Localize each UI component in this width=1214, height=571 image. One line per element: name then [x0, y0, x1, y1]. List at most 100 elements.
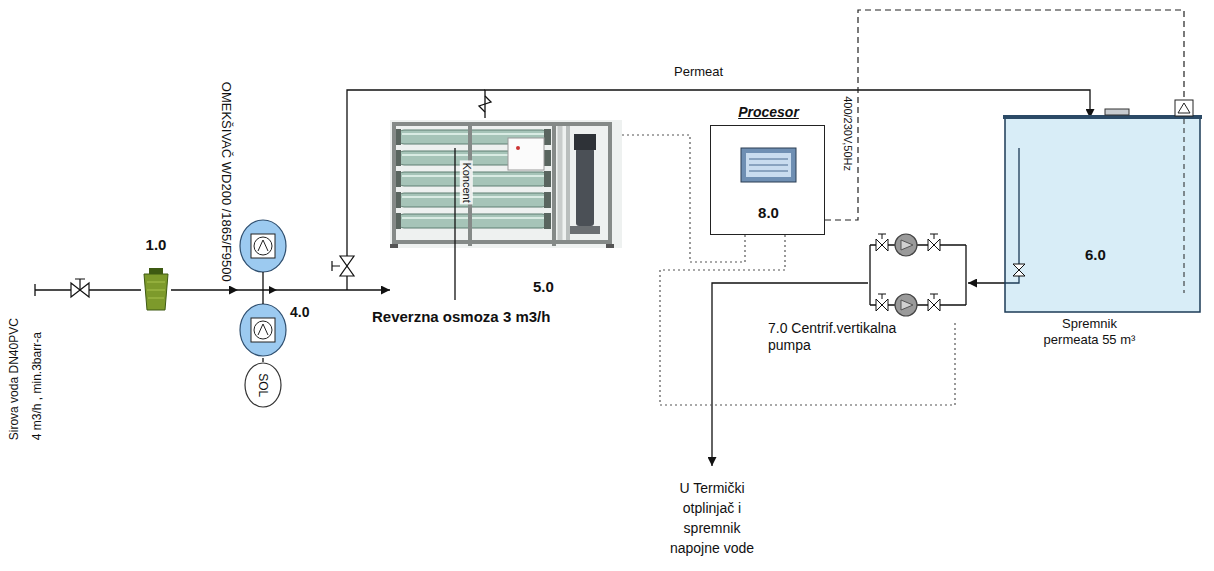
edge-label: Permeat: [672, 64, 725, 80]
softener-vessels: [251, 234, 275, 258]
pump-group: [870, 245, 966, 305]
reverse-osmosis-unit: [606, 244, 614, 248]
reverse-osmosis-unit: [566, 126, 570, 240]
filter-symbol: [144, 274, 168, 310]
reverse-osmosis-unit: [398, 214, 548, 228]
reverse-osmosis-unit: [402, 217, 544, 219]
filter-symbol: [149, 268, 163, 274]
softener-vessels: [254, 237, 272, 255]
part-name: OMEKŠIVAČ WD200 /1865/F9500: [218, 82, 234, 282]
processor-box: [749, 159, 788, 171]
permeate-tank: 6.0Spremnik permeata 55 m³: [1005, 118, 1200, 312]
reverse-osmosis-unit: [558, 126, 563, 240]
bypass-valve: [332, 256, 354, 276]
raw-water-pipe: [35, 284, 141, 296]
pump-group: [878, 234, 886, 239]
permeate-tank: [1178, 103, 1190, 113]
pump-group: [895, 234, 917, 256]
reverse-osmosis-unit: [544, 192, 551, 208]
pipe-spec: Sirova voda DN40PVC: [7, 318, 21, 440]
reverse-osmosis-unit: [398, 193, 548, 207]
connector: [171, 289, 238, 290]
reverse-osmosis-unit: [574, 134, 596, 150]
pump-group: [878, 294, 886, 299]
line-name: Koncent: [460, 160, 473, 204]
reverse-osmosis-unit: [608, 122, 612, 246]
pump-group: [876, 299, 888, 311]
permeate-tank: [1003, 115, 1202, 119]
part-name: SOL: [256, 373, 270, 397]
part-name: 7.0 Centrif.vertikalna pumpa: [768, 320, 928, 354]
softener-vessels: OMEKŠIVAČ WD200 /1865/F95004.0: [238, 218, 288, 358]
reverse-osmosis-unit: [544, 129, 551, 145]
pump-group: [930, 294, 938, 299]
pump-group: [930, 234, 938, 239]
callout-number: 1.0: [141, 236, 171, 254]
connector: [262, 358, 263, 362]
softener-vessels: [258, 324, 268, 335]
reverse-osmosis-unit: [390, 120, 622, 248]
reverse-osmosis-unit: [552, 122, 556, 246]
filter-symbol: 1.0: [141, 236, 171, 312]
feed-pipe: [712, 283, 868, 466]
softener-vessels: [269, 286, 277, 294]
pump-group: [895, 294, 917, 316]
softener-vessels: [251, 318, 275, 342]
pump-group: [928, 239, 940, 251]
pump-group: [901, 300, 913, 310]
reverse-osmosis-unit: [402, 175, 544, 177]
softener-vessels: [254, 321, 272, 339]
callout-number: 6.0: [1085, 246, 1106, 264]
reverse-osmosis-unit: [508, 138, 544, 170]
callout-number: 8.0: [711, 204, 826, 222]
part-name: Spremnik permeata 55 m³: [1037, 316, 1142, 347]
permeate-tank: [1013, 264, 1025, 276]
pump-group: [901, 240, 913, 250]
gate-valve: [71, 279, 89, 297]
salt-tank: [245, 363, 281, 407]
softener-vessels: [240, 304, 286, 356]
reverse-osmosis-unit: Koncent5.0Reverzna osmoza 3 m3/h: [390, 118, 622, 300]
pump-group: [928, 299, 940, 311]
softener-vessels: [238, 218, 288, 358]
salt-tank: SOL: [244, 362, 282, 408]
reverse-osmosis-unit: [544, 213, 551, 229]
reverse-osmosis-unit: [570, 226, 600, 234]
bypass-valve: [340, 256, 354, 276]
reverse-osmosis-unit: [390, 118, 622, 300]
bypass-valve: [332, 261, 340, 271]
filter-symbol: [147, 282, 165, 298]
part-name: Procesor: [711, 104, 826, 121]
reverse-osmosis-unit: [398, 172, 548, 186]
connector: [968, 282, 1005, 283]
processor-box: [741, 148, 796, 182]
callout-number: 4.0: [290, 304, 309, 321]
softener-vessels: [238, 272, 288, 304]
reverse-osmosis-unit: [576, 148, 594, 226]
permeate-tank: [1005, 118, 1200, 312]
part-name: Reverzna osmoza 3 m3/h: [372, 308, 550, 326]
softener-vessels: [258, 240, 268, 251]
softener-vessels: [240, 220, 286, 272]
permeate-tank: [1184, 119, 1185, 293]
permeate-tank: [1105, 109, 1129, 115]
reverse-osmosis-unit: [390, 244, 398, 248]
gate-valve: [75, 279, 85, 290]
permeate-tank: [1005, 118, 1200, 312]
destination-note: U Termički otplinjač i spremnik napojne …: [664, 478, 760, 558]
permeate-tank: [1175, 100, 1193, 116]
reverse-osmosis-unit: [454, 148, 455, 300]
raw-water-pipe: [35, 284, 141, 296]
pump-group: [868, 228, 968, 320]
processor-box: Procesor8.0: [710, 125, 825, 235]
processor-box: [746, 153, 791, 177]
callout-number: 5.0: [533, 278, 554, 296]
reverse-osmosis-unit: [392, 122, 396, 246]
reverse-osmosis-unit: [544, 150, 551, 166]
pipe-spec: 4 m3/h , min.3barr-a: [30, 332, 44, 440]
reverse-osmosis-unit: [402, 133, 544, 135]
connector: [288, 289, 390, 290]
reverse-osmosis-unit: [392, 240, 612, 244]
reverse-osmosis-unit: [516, 146, 520, 150]
